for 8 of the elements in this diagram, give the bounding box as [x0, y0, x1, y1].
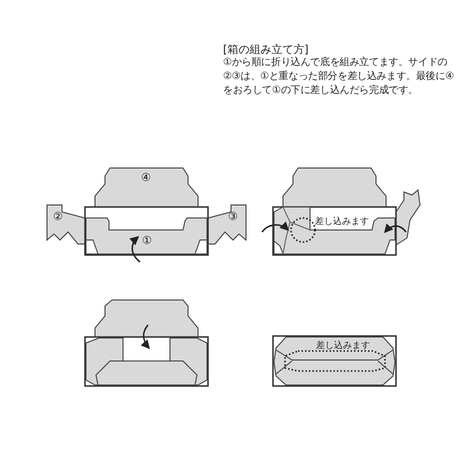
- flap-number: ④: [141, 171, 151, 184]
- callout-text: 差し込みます: [315, 216, 369, 228]
- flap-number: ①: [142, 234, 152, 247]
- flap-number: ③: [228, 210, 238, 223]
- callout-text: 差し込みます: [316, 340, 370, 352]
- flap-number: ②: [53, 210, 63, 223]
- heading: [箱の組み立て方]: [223, 42, 309, 56]
- instruction-text: ①から順に折り込んで底を組み立てます。サイドの②③は、①と重なった部分を差し込みます。最後に④をおろして①の下に差し込んだら完成です。: [223, 56, 456, 98]
